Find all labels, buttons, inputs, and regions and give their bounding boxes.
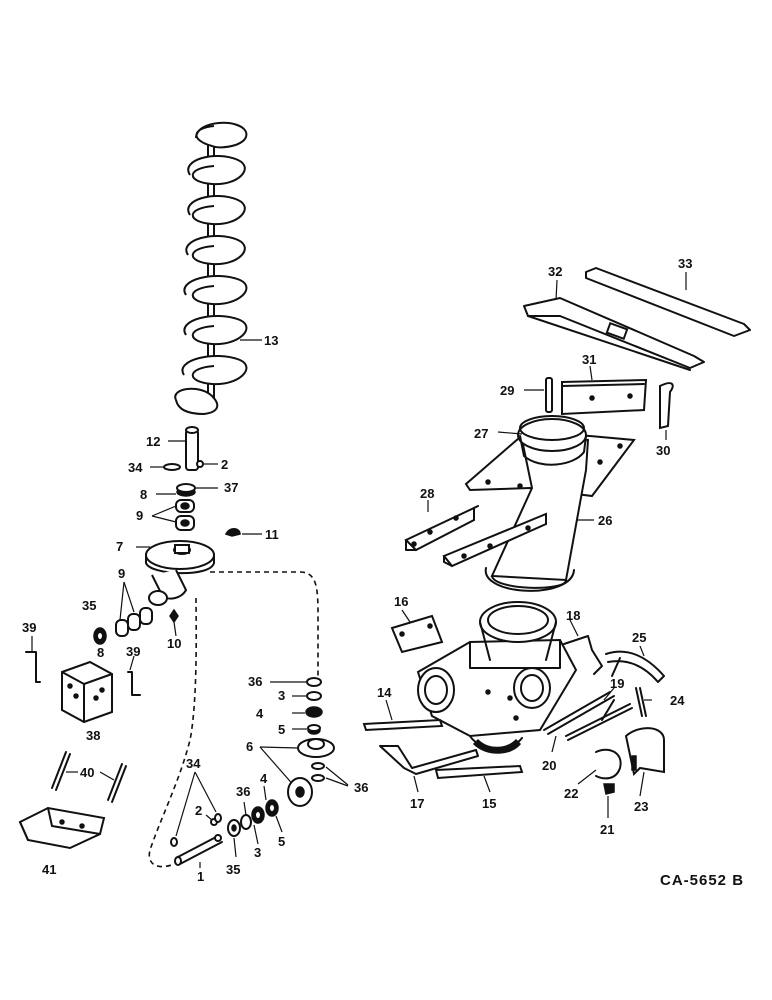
callout-36: 36: [354, 780, 368, 795]
callout-28: 28: [420, 486, 434, 501]
callout-35: 35: [82, 598, 96, 613]
callout-9: 9: [118, 566, 125, 581]
callout-13: 13: [264, 333, 278, 348]
callout-36: 36: [236, 784, 250, 799]
callout-41: 41: [42, 862, 56, 877]
callout-33: 33: [678, 256, 692, 271]
callout-21: 21: [600, 822, 614, 837]
callout-35: 35: [226, 862, 240, 877]
callout-29: 29: [500, 383, 514, 398]
callout-31: 31: [582, 352, 596, 367]
callout-16: 16: [394, 594, 408, 609]
lower-housing: [362, 601, 665, 818]
callout-2: 2: [221, 457, 228, 472]
drawing-code: CA-5652 B: [660, 872, 744, 889]
callout-4: 4: [260, 771, 268, 786]
callout-12: 12: [146, 434, 160, 449]
callout-39: 39: [22, 620, 36, 635]
callout-1: 1: [197, 869, 204, 884]
callout-40: 40: [80, 765, 94, 780]
callout-30: 30: [656, 443, 670, 458]
callout-23: 23: [634, 799, 648, 814]
callout-10: 10: [167, 636, 181, 651]
lower-drive: [170, 677, 349, 868]
callout-9: 9: [136, 508, 143, 523]
gear-case: [93, 540, 215, 645]
callout-36: 36: [248, 674, 262, 689]
callout-32: 32: [548, 264, 562, 279]
callout-2: 2: [195, 803, 202, 818]
callout-6: 6: [246, 739, 253, 754]
callout-7: 7: [116, 539, 123, 554]
callout-labels: 1 2 2 3 3 4 4 5 5 6 7 8 8 9 9 10 11 12 1…: [22, 256, 692, 884]
top-rails: [523, 267, 751, 440]
callout-19: 19: [610, 676, 624, 691]
callout-5: 5: [278, 722, 285, 737]
callout-37: 37: [224, 480, 238, 495]
callout-11: 11: [265, 527, 279, 542]
spout-housing: [404, 415, 636, 592]
callout-39: 39: [126, 644, 140, 659]
left-brackets: [18, 636, 141, 850]
callout-14: 14: [377, 685, 392, 700]
callout-34: 34: [186, 756, 201, 771]
callout-8: 8: [97, 645, 104, 660]
callout-27: 27: [474, 426, 488, 441]
callout-38: 38: [86, 728, 100, 743]
callout-18: 18: [566, 608, 580, 623]
callout-20: 20: [542, 758, 556, 773]
callout-3: 3: [278, 688, 285, 703]
callout-26: 26: [598, 513, 612, 528]
drive-outline: [148, 571, 319, 868]
callout-34: 34: [128, 460, 143, 475]
auger-flighting: [174, 121, 262, 416]
callout-8: 8: [140, 487, 147, 502]
callout-22: 22: [564, 786, 578, 801]
callout-4: 4: [256, 706, 264, 721]
callout-17: 17: [410, 796, 424, 811]
callout-3: 3: [254, 845, 261, 860]
callout-15: 15: [482, 796, 496, 811]
shaft-stack: [150, 426, 262, 537]
callout-25: 25: [632, 630, 646, 645]
callout-24: 24: [670, 693, 685, 708]
callout-5: 5: [278, 834, 285, 849]
